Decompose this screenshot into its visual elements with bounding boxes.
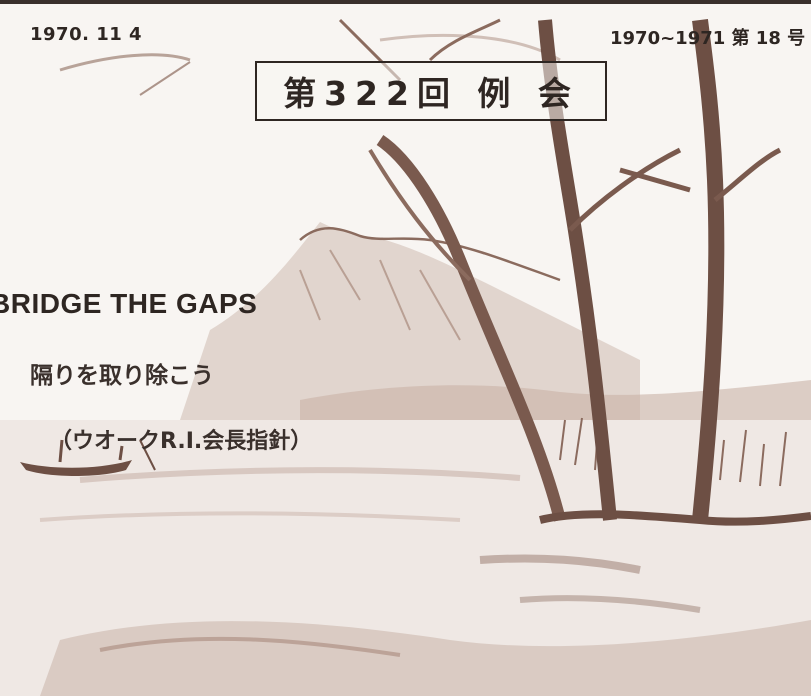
boat-figure [58,439,124,463]
mountain-snow [299,249,461,341]
tree-branch [713,147,782,202]
top-rule [0,0,811,4]
sky-stroke [59,53,191,72]
far-shore [300,380,811,420]
year-issue-number: 1970~1971 第 18 号 [610,28,806,49]
boat [20,460,132,476]
sky-stroke [139,61,191,96]
lake-reflection [79,467,521,483]
issue-date: 1970. 11 4 [30,24,143,45]
motto-attribution: （ウオークR.I.会長指針） [50,429,313,454]
lake-reflection [479,554,641,574]
motto-japanese: 隔りを取り除こう [30,363,214,389]
foreground-bank-detail [99,636,401,657]
mountain-ridge [299,227,561,282]
boat-pole [139,439,156,471]
tree-trunk-right [692,19,725,521]
tree-branch [368,148,472,282]
tree-roots [539,510,811,526]
tree-branch [568,147,682,232]
meeting-title-box: 第322回 例 会 [255,61,607,121]
tree-branch [619,167,691,193]
meeting-title: 第322回 例 会 [283,74,579,113]
tree-branch [428,18,501,62]
motto-english: BRIDGE THE GAPS [0,288,258,319]
lake-reflection [39,511,461,522]
mountain [180,222,640,420]
lake-reflection [519,595,701,613]
